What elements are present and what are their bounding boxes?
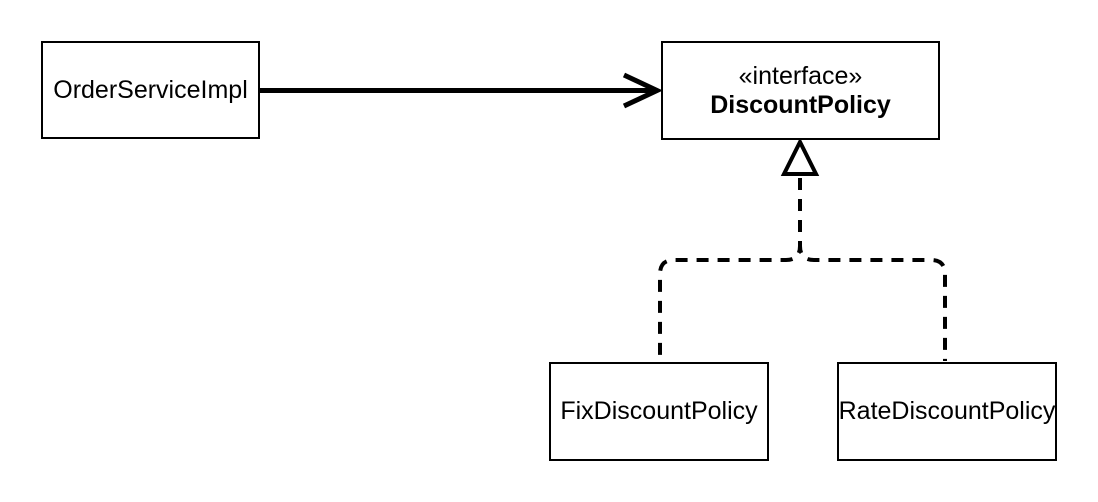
hollow-triangle-icon xyxy=(780,137,820,176)
node-label: DiscountPolicy xyxy=(710,90,891,119)
node-fix-discount-policy: FixDiscountPolicy xyxy=(549,362,769,461)
node-label: RateDiscountPolicy xyxy=(838,397,1056,425)
open-arrowhead-icon xyxy=(622,72,663,109)
node-label: FixDiscountPolicy xyxy=(560,397,758,425)
interface-stereotype: «interface» xyxy=(738,61,863,90)
realization-line-fix xyxy=(658,178,802,361)
node-label: OrderServiceImpl xyxy=(53,75,248,104)
node-discount-policy: «interface» DiscountPolicy xyxy=(661,41,940,140)
node-order-service-impl: OrderServiceImpl xyxy=(41,41,260,139)
realization-line-rate xyxy=(798,178,947,361)
dependency-arrow xyxy=(259,72,663,109)
node-rate-discount-policy: RateDiscountPolicy xyxy=(837,362,1057,461)
